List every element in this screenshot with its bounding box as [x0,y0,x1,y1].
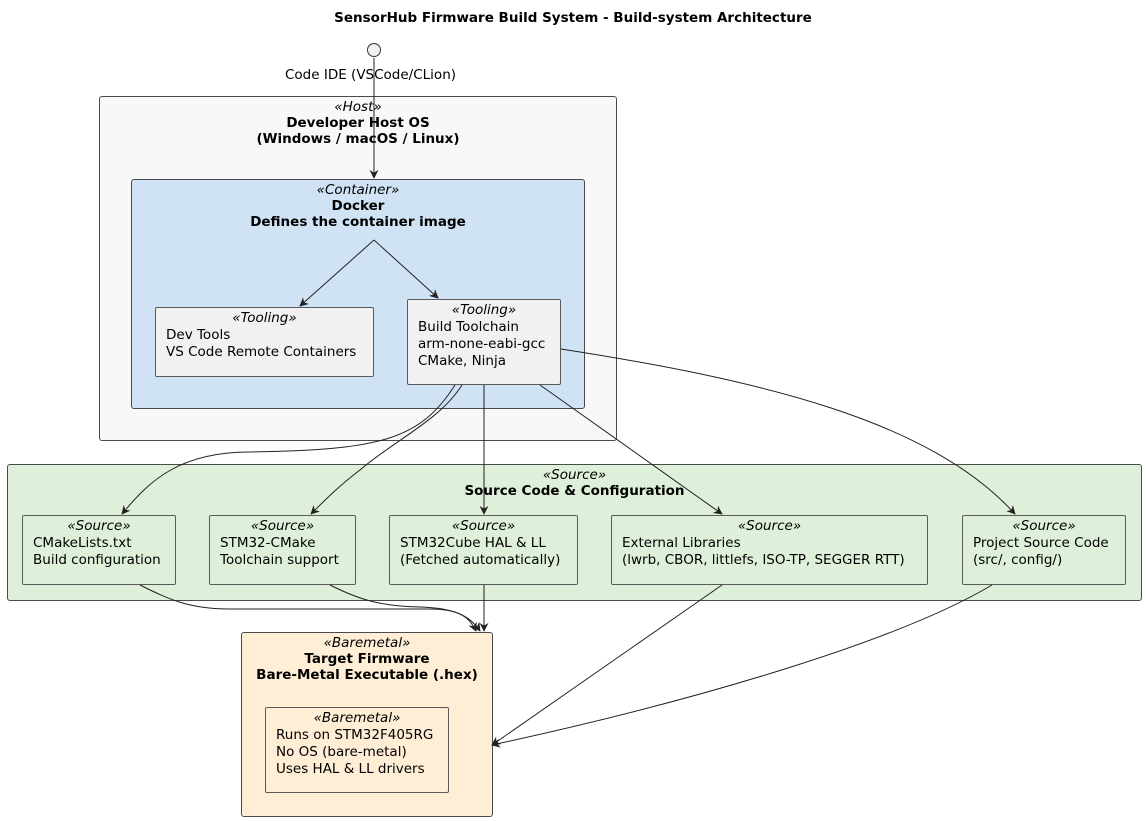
target-name: Target Firmware [304,651,430,667]
source-node-stereotype: «Source» [67,518,131,534]
target-detail-line: Runs on STM32F405RG [276,727,434,743]
container-name: Docker [331,198,385,214]
source-node-line: STM32Cube HAL & LL [400,535,546,551]
source-node-line: (Fetched automatically) [400,552,561,568]
source-node-line: External Libraries [622,535,741,551]
source-node-stm32cube-hal: «Source» STM32Cube HAL & LL (Fetched aut… [389,515,578,585]
source-stereotype: «Source» [542,467,607,483]
build-toolchain-line: Build Toolchain [418,319,519,335]
container-stereotype: «Container» [316,182,400,198]
source-node-line: Build configuration [33,552,161,568]
target-header: «Baremetal» Target Firmware Bare-Metal E… [242,633,492,683]
source-node-cmakelists: «Source» CMakeLists.txt Build configurat… [22,515,176,585]
ide-actor-icon [367,43,381,57]
source-node-line: (src/, config/) [973,552,1063,568]
diagram-title: SensorHub Firmware Build System - Build-… [334,10,812,26]
source-node-line: Toolchain support [220,552,339,568]
source-node-stereotype: «Source» [1012,518,1076,534]
edge-project-to-target [491,584,993,748]
dev-tools-line: VS Code Remote Containers [166,344,357,360]
target-detail-line: Uses HAL & LL drivers [276,761,425,777]
host-header: «Host» Developer Host OS (Windows / macO… [100,97,616,147]
target-detail-line: No OS (bare-metal) [276,744,407,760]
target-detail-stereotype: «Baremetal» [313,710,401,726]
host-stereotype: «Host» [334,99,382,115]
target-description: Bare-Metal Executable (.hex) [256,667,478,683]
dev-tools-line: Dev Tools [166,327,231,343]
build-toolchain-stereotype: «Tooling» [451,302,517,318]
container-header: «Container» Docker Defines the container… [132,180,584,230]
build-toolchain-line: CMake, Ninja [418,353,507,369]
source-node-stm32-cmake: «Source» STM32-CMake Toolchain support [209,515,356,585]
source-node-line: Project Source Code [973,535,1109,551]
source-node-project-source: «Source» Project Source Code (src/, conf… [962,515,1126,585]
source-node-line: (lwrb, CBOR, littlefs, ISO-TP, SEGGER RT… [622,552,905,568]
source-node-stereotype: «Source» [451,518,516,534]
target-stereotype: «Baremetal» [323,635,411,651]
host-os-list: (Windows / macOS / Linux) [256,131,460,147]
source-node-stereotype: «Source» [250,518,315,534]
build-toolchain-node: «Tooling» Build Toolchain arm-none-eabi-… [407,299,561,385]
source-title: Source Code & Configuration [464,483,685,499]
source-header: «Source» Source Code & Configuration [8,465,1141,499]
ide-label: Code IDE (VSCode/CLion) [285,67,457,83]
host-name: Developer Host OS [286,115,430,131]
source-node-line: CMakeLists.txt [33,535,132,551]
target-detail-node: «Baremetal» Runs on STM32F405RG No OS (b… [265,707,449,793]
dev-tools-node: «Tooling» Dev Tools VS Code Remote Conta… [155,307,374,377]
source-node-external-libraries: «Source» External Libraries (lwrb, CBOR,… [611,515,928,585]
container-description: Defines the container image [250,214,466,230]
build-toolchain-line: arm-none-eabi-gcc [418,336,546,352]
source-node-line: STM32-CMake [220,535,316,551]
source-node-stereotype: «Source» [737,518,802,534]
dev-tools-stereotype: «Tooling» [232,310,297,326]
edge-extlibs-to-target [491,584,723,746]
